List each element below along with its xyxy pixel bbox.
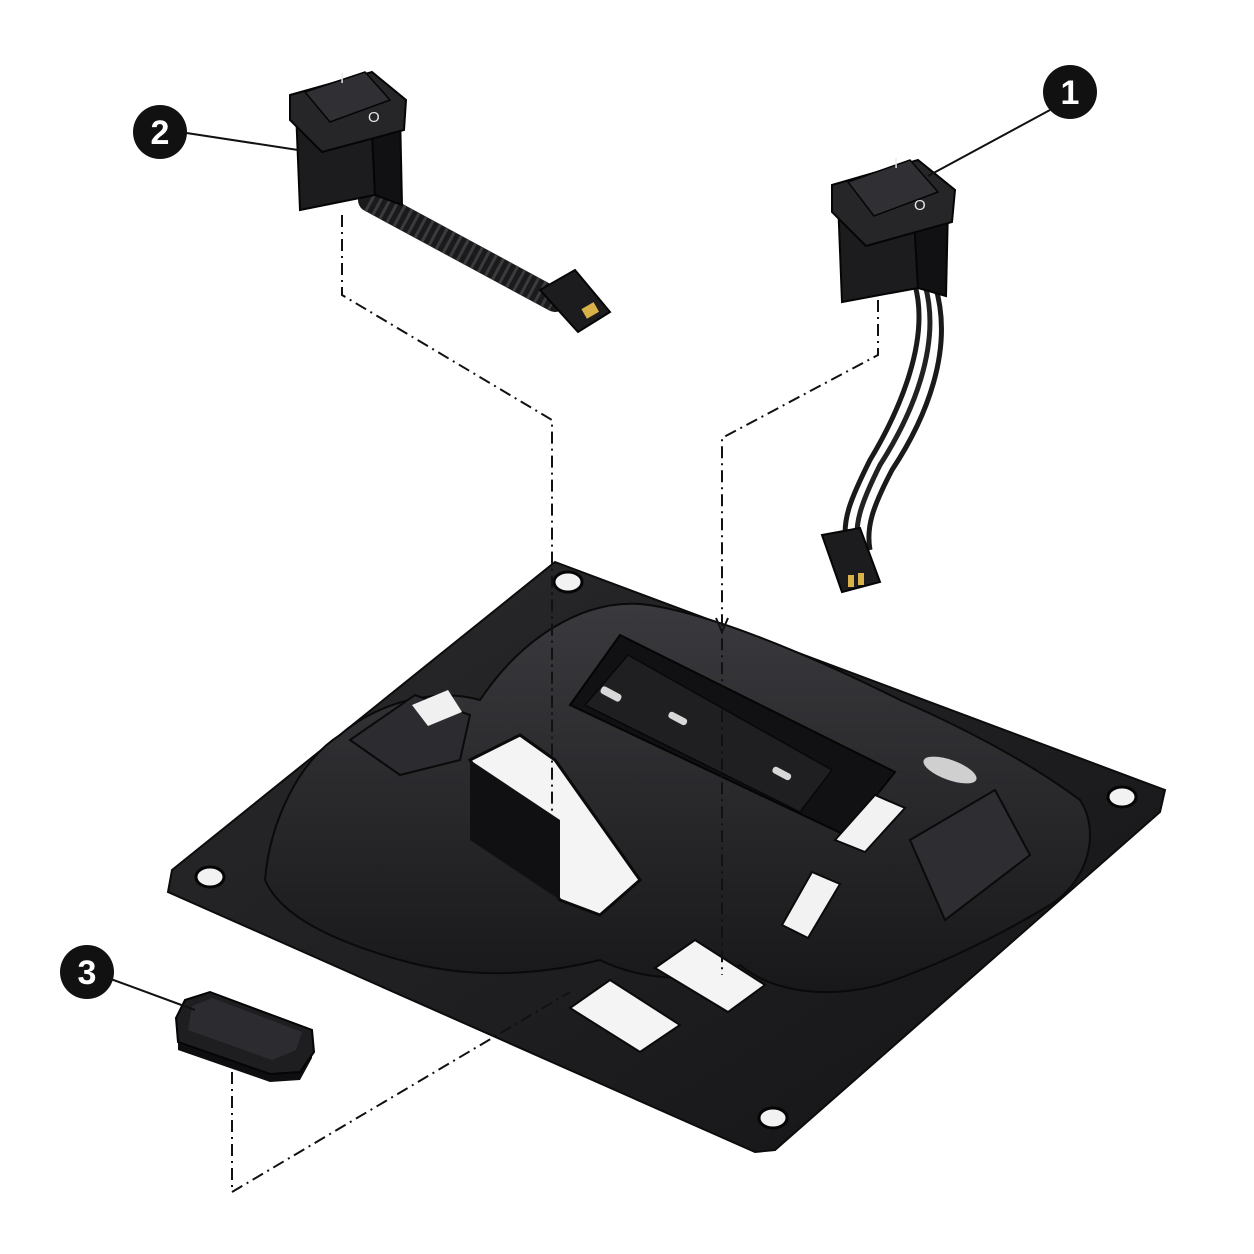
callout-1-badge: [1043, 65, 1097, 119]
callout-3-number: 3: [78, 954, 97, 992]
right-slot-lower: [780, 870, 842, 940]
switch-1-body: I O: [831, 155, 957, 304]
leader-line-1: [927, 109, 1051, 177]
leader-line-3: [107, 977, 196, 1011]
callout-1-number: 1: [1061, 74, 1080, 112]
callout-3-badge: [60, 945, 114, 999]
guide-arrow-part-1: [715, 617, 729, 635]
knob-recess: [923, 756, 977, 784]
callout-2-badge: [133, 105, 187, 159]
guide-line-part-2: [341, 215, 553, 840]
pad-window: [412, 690, 462, 726]
switch-panel-insert: [583, 654, 834, 813]
knob-pad: [908, 788, 1032, 922]
switch-2-body: I O: [289, 70, 408, 212]
lever-slot-wall: [470, 760, 560, 900]
part-3-blanking-plug: [174, 990, 316, 1082]
guide-line-part-3: [231, 991, 571, 1194]
part-2-rocker-switch-harness: I O: [289, 70, 612, 334]
callout-2: 2: [133, 105, 299, 159]
guide-line-part-1: [721, 300, 879, 975]
wire-leads: [842, 284, 944, 551]
switch-mounting-slots: [600, 686, 792, 781]
harness-connector: [538, 268, 612, 334]
callout-1: 1: [927, 65, 1097, 177]
callout-2-number: 2: [151, 114, 170, 152]
switch-1-off-mark: O: [914, 197, 926, 214]
bezel-hump: [263, 602, 1091, 994]
switch-1-on-mark: I: [894, 155, 898, 172]
mounting-holes: [194, 570, 1138, 1130]
lower-opening-right: [653, 938, 767, 1014]
part-1-rocker-switch-wires: I O: [820, 155, 957, 594]
switch-2-off-mark: O: [368, 109, 380, 126]
switch-2-on-mark: I: [340, 70, 344, 87]
callout-3: 3: [60, 945, 196, 1011]
corrugated-conduit: [358, 188, 567, 312]
lower-opening-left: [568, 978, 682, 1054]
assembly-guide-lines: [231, 215, 879, 1194]
console-bezel-plate: [166, 560, 1167, 1154]
wire-connector: [820, 526, 882, 594]
right-slot-upper: [833, 793, 907, 854]
leader-line-2: [179, 131, 299, 151]
